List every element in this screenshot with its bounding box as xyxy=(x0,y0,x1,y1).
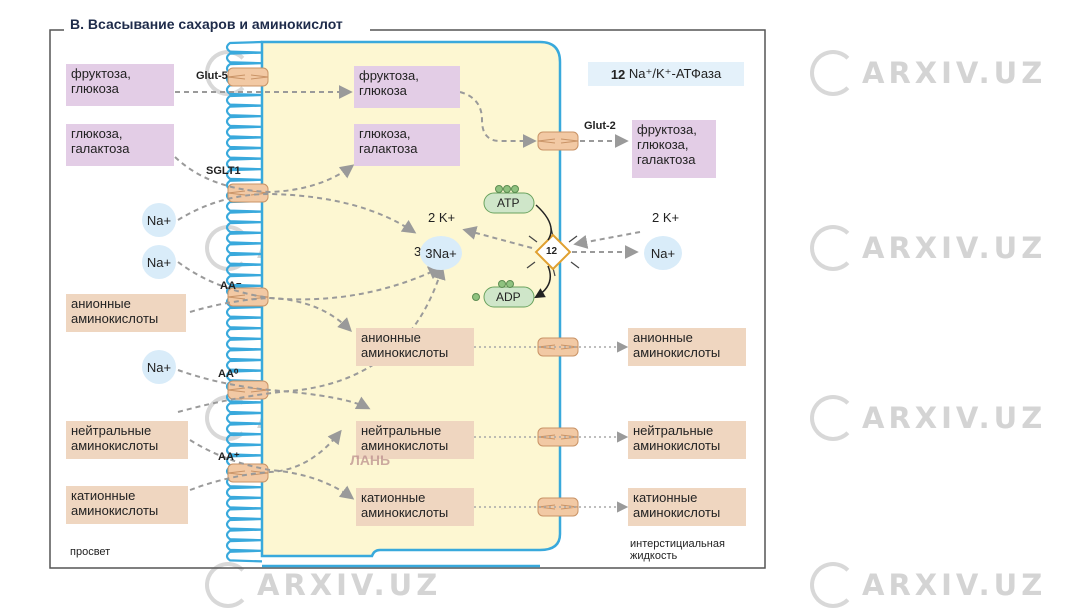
watermark: ARXIV.UZ xyxy=(810,395,1046,441)
arrow-sglt1-na xyxy=(177,192,417,234)
na-k-pump xyxy=(526,227,580,277)
region-interstitial-label: интерстициальная жидкость xyxy=(630,538,725,562)
watermark-ring-icon xyxy=(810,50,856,96)
lumen-glucose-box: глюкоза, галактоза xyxy=(66,124,174,166)
watermark-ring-icon xyxy=(205,50,251,96)
phosphate-icon xyxy=(506,280,514,288)
atp-pill xyxy=(483,192,535,214)
watermark-ring-icon xyxy=(810,395,856,441)
phosphate-icon xyxy=(472,293,480,301)
arrow-aa-zero-out xyxy=(177,265,446,413)
page-title: В. Всасывание сахаров и аминокислот xyxy=(64,16,349,32)
arrow-k-out-in xyxy=(573,231,641,249)
label-glut5: Glut-5 xyxy=(196,70,228,82)
lumen-fructose-box: фруктоза, глюкоза xyxy=(66,64,174,106)
label-aa-plus: AA⁺ xyxy=(218,451,240,463)
na-ion-cell: 3Na+ xyxy=(420,236,462,270)
cell-body xyxy=(260,40,562,558)
cell-cationic-box: катионные аминокислоты xyxy=(356,488,474,526)
out-neutral-box: нейтральные аминокислоты xyxy=(628,421,746,459)
arrow-na2 xyxy=(177,261,443,301)
transporter-aa-zero xyxy=(227,380,269,400)
na-ion-interstitial: Na+ xyxy=(644,236,682,270)
out-sugars-box: фруктоза, глюкоза, галактоза xyxy=(632,120,716,178)
label-aa-zero: AA⁰ xyxy=(218,368,239,380)
atp-hydrolysis-arrow xyxy=(536,204,552,297)
watermark-ring-icon xyxy=(810,225,856,271)
k-ion-interstitial: 2 K+ xyxy=(652,210,680,225)
atp-label: ATP xyxy=(497,196,520,210)
transporter-baso-neutral xyxy=(537,427,579,447)
phosphate-icon xyxy=(503,185,511,193)
lumen-cationic-box: катионные аминокислоты xyxy=(66,486,188,524)
legend-number: 12 xyxy=(610,66,626,82)
pump-number: 12 xyxy=(546,246,558,257)
arrow-cationic xyxy=(189,429,342,491)
label-aa-minus: AA⁻ xyxy=(220,280,242,292)
legend-pump: 12 Na⁺/K⁺-АТФаза xyxy=(588,62,744,86)
transporter-glut2 xyxy=(537,131,579,151)
arrow-k-in xyxy=(462,226,533,249)
na-ion-lumen-2: Na+ xyxy=(142,245,176,279)
label-sglt1: SGLT1 xyxy=(206,165,241,177)
cell-anionic-box: анионные аминокислоты xyxy=(356,328,474,366)
cell-glucose-box: глюкоза, галактоза xyxy=(354,124,460,166)
arrow-anionic-lumen xyxy=(189,296,352,332)
out-anionic-box: анионные аминокислоты xyxy=(628,328,746,366)
transporter-baso-cationic xyxy=(537,497,579,517)
na-count-prefix: 3 xyxy=(414,244,422,259)
cell-fructose-box: фруктоза, глюкоза xyxy=(354,66,460,108)
lumen-neutral-box: нейтральные аминокислоты xyxy=(66,421,188,459)
region-lumen-label: просвет xyxy=(70,546,111,558)
cell-neutral-box: нейтральные аминокислоты xyxy=(356,421,474,459)
phosphate-icon xyxy=(511,185,519,193)
arrow-neutral xyxy=(189,439,355,500)
transporter-baso-anionic xyxy=(537,337,579,357)
na-ion-lumen-3: Na+ xyxy=(142,350,176,384)
lumen-anionic-box: анионные аминокислоты xyxy=(66,294,186,332)
na-ion-lumen-1: Na+ xyxy=(142,203,176,237)
arrow-to-glut2 xyxy=(459,91,537,148)
arrow-na3 xyxy=(177,369,371,410)
k-ion-cell: 2 K+ xyxy=(428,210,456,225)
watermark: ARXIV.UZ xyxy=(810,50,1046,96)
phosphate-icon xyxy=(498,280,506,288)
frame-border xyxy=(49,29,766,569)
watermark-lan: ЛАНЬ xyxy=(350,452,391,468)
transporter-glut5 xyxy=(227,67,269,87)
watermark: ARXIV.UZ xyxy=(810,225,1046,271)
phosphate-icon xyxy=(495,185,503,193)
adp-label: ADP xyxy=(496,290,521,304)
out-cationic-box: катионные аминокислоты xyxy=(628,488,746,526)
label-glut2: Glut-2 xyxy=(584,120,616,132)
watermark: ARXIV.UZ xyxy=(810,562,1046,608)
arrow-sglt1-glucose xyxy=(174,156,355,194)
legend-text: Na⁺/K⁺-АТФаза xyxy=(628,66,722,81)
